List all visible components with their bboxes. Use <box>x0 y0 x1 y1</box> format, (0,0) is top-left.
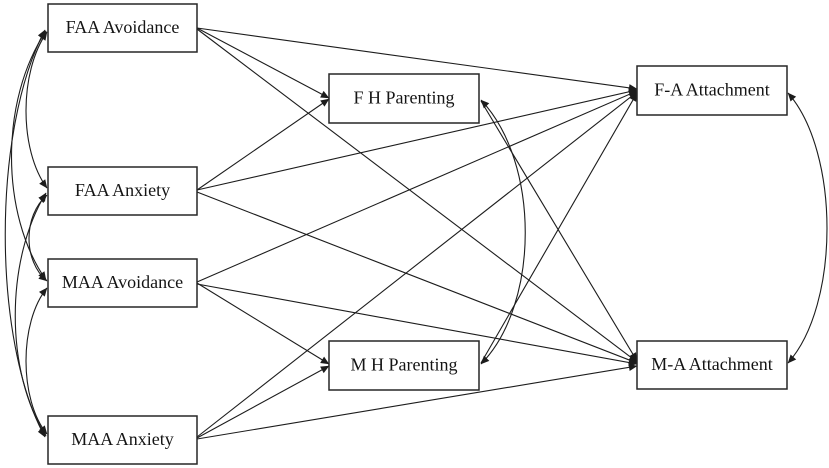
node-ma-attachment-box <box>636 340 788 390</box>
node-faa-anxiety-box <box>47 166 198 216</box>
node-faa-avoidance: FAA Avoidance <box>47 3 198 53</box>
node-mh-parenting-box <box>328 340 480 391</box>
path-arrow-maa-avoidance--mh-parenting <box>196 282 330 365</box>
path-arrow-faa-avoidance--fa-attachment <box>196 27 638 92</box>
node-fa-attachment-label: F-A Attachment <box>654 80 770 100</box>
node-faa-anxiety: FAA Anxiety <box>47 166 198 216</box>
path-arrow-faa-anxiety--fh-parenting <box>196 98 330 191</box>
node-ma-attachment: M-A Attachment <box>636 340 788 390</box>
node-fh-parenting-box <box>328 73 480 124</box>
path-arrow-maa-avoidance--ma-attachment <box>196 283 638 367</box>
node-mh-parenting: M H Parenting <box>328 340 480 391</box>
covariance-arc-fh-parenting--mh-parenting <box>480 99 526 365</box>
node-maa-anxiety-label: MAA Anxiety <box>71 429 174 449</box>
node-faa-avoidance-label: FAA Avoidance <box>66 17 180 37</box>
edges-layer <box>4 27 828 440</box>
node-maa-avoidance-label: MAA Avoidance <box>62 272 183 292</box>
node-fa-attachment: F-A Attachment <box>636 65 788 116</box>
path-arrow-mh-parenting--fa-attachment <box>480 92 638 364</box>
covariance-arc-maa-avoidance--maa-anxiety <box>25 287 48 435</box>
node-maa-avoidance: MAA Avoidance <box>47 258 198 308</box>
node-faa-anxiety-label: FAA Anxiety <box>75 180 170 200</box>
node-maa-anxiety: MAA Anxiety <box>47 415 198 465</box>
covariance-arc-faa-avoidance--maa-avoidance <box>11 30 47 281</box>
path-arrow-faa-anxiety--ma-attachment <box>196 191 638 364</box>
path-arrow-maa-avoidance--fa-attachment <box>196 90 638 283</box>
node-maa-anxiety-box <box>47 415 198 465</box>
node-maa-avoidance-box <box>47 258 198 308</box>
node-fh-parenting-label: F H Parenting <box>354 88 455 108</box>
node-fa-attachment-box <box>636 65 788 116</box>
path-arrow-faa-avoidance--ma-attachment <box>196 28 638 363</box>
covariance-arc-faa-avoidance--faa-anxiety <box>25 31 48 189</box>
node-mh-parenting-label: M H Parenting <box>351 355 458 375</box>
path-arrow-maa-anxiety--mh-parenting <box>196 365 330 439</box>
node-faa-avoidance-box <box>47 3 198 53</box>
path-arrow-faa-avoidance--fh-parenting <box>196 27 330 99</box>
path-arrow-maa-anxiety--fa-attachment <box>196 91 638 438</box>
covariance-arc-faa-avoidance--maa-anxiety <box>4 29 46 438</box>
node-fh-parenting: F H Parenting <box>328 73 480 124</box>
path-arrow-fh-parenting--ma-attachment <box>480 100 638 362</box>
node-ma-attachment-label: M-A Attachment <box>651 354 772 374</box>
path-arrow-faa-anxiety--fa-attachment <box>196 88 638 191</box>
path-arrow-maa-anxiety--ma-attachment <box>196 363 638 440</box>
covariance-arc-fa-attachment--ma-attachment <box>787 92 828 364</box>
